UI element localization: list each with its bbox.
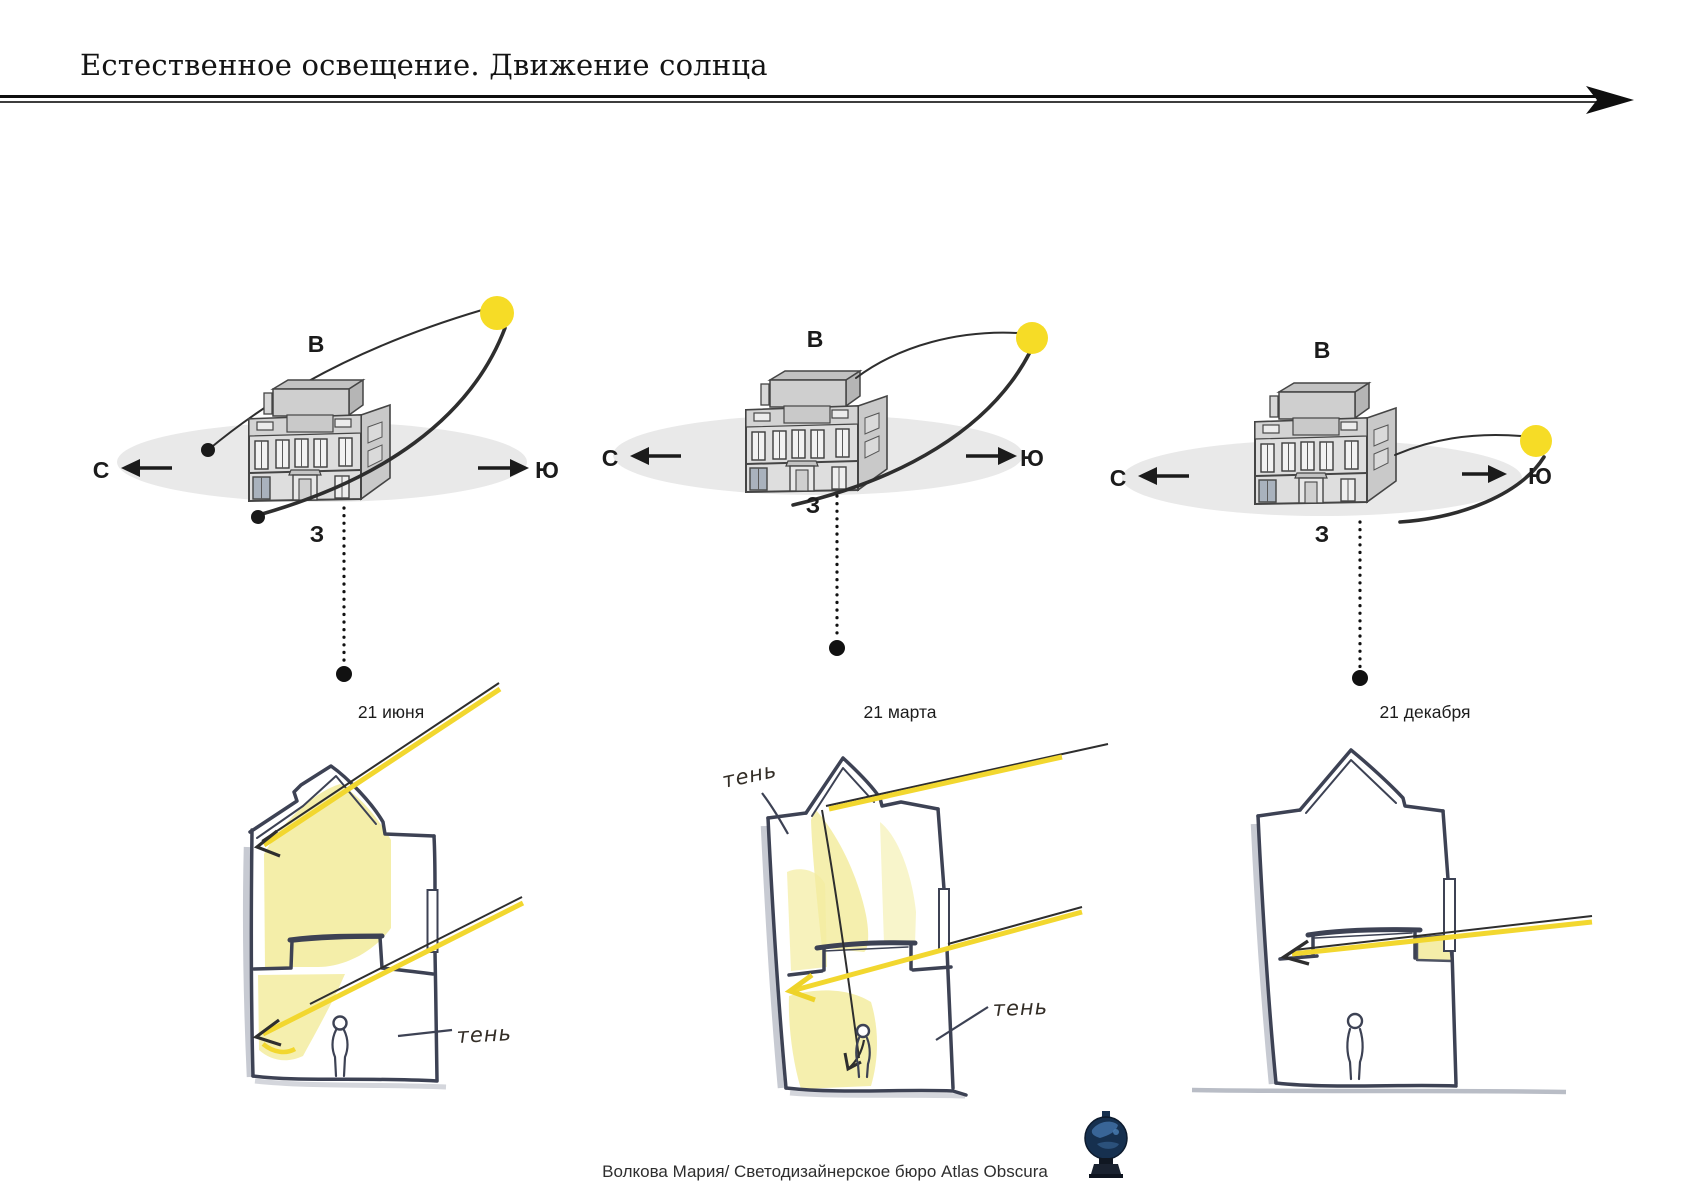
sun-path-setting [791, 350, 1032, 507]
shadow-label: тень [992, 995, 1048, 1021]
ray-arrowhead-icon [1279, 939, 1310, 966]
wall-shading [760, 825, 785, 1089]
wall-window [1443, 878, 1456, 952]
ray-arrowhead-icon [253, 829, 281, 858]
arrowhead-icon [1586, 86, 1634, 114]
label-west: З [310, 521, 324, 547]
ground-shading [254, 1078, 447, 1090]
sun-ray-edge [825, 743, 1109, 807]
sunset-point [251, 510, 265, 524]
label-south: Ю [1020, 445, 1044, 471]
building-illustration [248, 379, 391, 502]
sun-diagram-june: В С Ю З 21 июня [93, 296, 559, 722]
label-south: Ю [535, 457, 559, 483]
sunlight-wash [787, 869, 827, 971]
label-north: С [602, 445, 619, 471]
wall-shading [1250, 823, 1276, 1085]
room-walls [766, 756, 968, 1097]
projection-point [336, 666, 352, 682]
wall-window [426, 889, 439, 953]
wall-shading [242, 846, 254, 1078]
building-illustration [1254, 382, 1397, 505]
sunlight-wash [880, 822, 916, 944]
sun-ray-edge [309, 896, 523, 1005]
person-figure [1346, 1012, 1364, 1081]
sunlight-wash [264, 784, 391, 967]
label-west: З [806, 492, 820, 518]
label-east: В [308, 331, 325, 357]
credit-line: Волкова Мария/ Светодизайнерское бюро At… [602, 1162, 1048, 1181]
sun-icon [480, 296, 514, 330]
south-arrowhead-icon [1488, 465, 1507, 483]
ray-arrowhead-icon [252, 1018, 282, 1047]
label-east: В [1314, 337, 1331, 363]
sun-ray-edge [261, 682, 500, 842]
sun-ray-edge [947, 906, 1083, 945]
label-east: В [807, 326, 824, 352]
sunlight-wash [788, 990, 878, 1089]
label-south: Ю [1528, 463, 1552, 489]
shadow-pointer-line [397, 1028, 453, 1038]
header-arrow-line [0, 86, 1634, 114]
room-walls [1256, 748, 1458, 1088]
sun-ray [261, 900, 525, 1037]
room-walls [248, 764, 439, 1083]
shadow-pointer-line [761, 792, 789, 835]
north-arrowhead-icon [630, 447, 649, 465]
sun-ray-edge [1293, 915, 1593, 951]
ray-arrowhead-icon [843, 1052, 862, 1072]
south-arrowhead-icon [998, 447, 1017, 465]
sun-path-setting [1398, 455, 1546, 524]
globe-logo-icon [1084, 1111, 1128, 1178]
shadow-label: тень [456, 1021, 512, 1048]
shadow-label: тень [720, 758, 779, 793]
date-label: 21 июня [358, 702, 424, 722]
date-label: 21 декабря [1379, 702, 1470, 722]
room-section-march: тень тень [720, 743, 1109, 1099]
building-illustration [745, 370, 888, 493]
north-arrowhead-icon [1138, 467, 1157, 485]
sun-path-rising [1394, 433, 1522, 456]
person-figure [855, 1023, 871, 1079]
person-figure [331, 1015, 349, 1078]
ray-arrowhead-icon [784, 972, 816, 1003]
ground-shading [789, 1090, 966, 1099]
room-section-december [1191, 748, 1593, 1095]
room-section-june: тень [242, 682, 525, 1090]
sun-diagram-december: В С Ю З 21 декабря [1110, 337, 1552, 722]
sun-ray [828, 754, 1063, 812]
north-arrowhead-icon [121, 459, 140, 477]
label-north: С [93, 457, 110, 483]
sun-icon [1520, 425, 1552, 457]
sun-ray [262, 686, 502, 848]
sun-ray [1291, 919, 1593, 957]
projection-point [829, 640, 845, 656]
date-label: 21 марта [864, 702, 937, 722]
sun-icon [1016, 322, 1048, 354]
label-west: З [1315, 521, 1329, 547]
ray-tail [261, 1042, 297, 1055]
page-title: Естественное освещение. Движение солнца [80, 48, 768, 82]
wall-window [938, 888, 950, 950]
sunrise-point [201, 443, 215, 457]
sun-ray [794, 909, 1083, 993]
sun-diagram-march: В С Ю З 21 марта [602, 322, 1048, 722]
label-north: С [1110, 465, 1127, 491]
sun-path-rising [855, 331, 1019, 379]
sun-ray-interior [821, 809, 860, 1059]
shadow-pointer-line [935, 1006, 989, 1041]
ground-line [1191, 1087, 1567, 1095]
south-arrowhead-icon [510, 459, 529, 477]
projection-point [1352, 670, 1368, 686]
sun-path-setting [260, 326, 507, 516]
